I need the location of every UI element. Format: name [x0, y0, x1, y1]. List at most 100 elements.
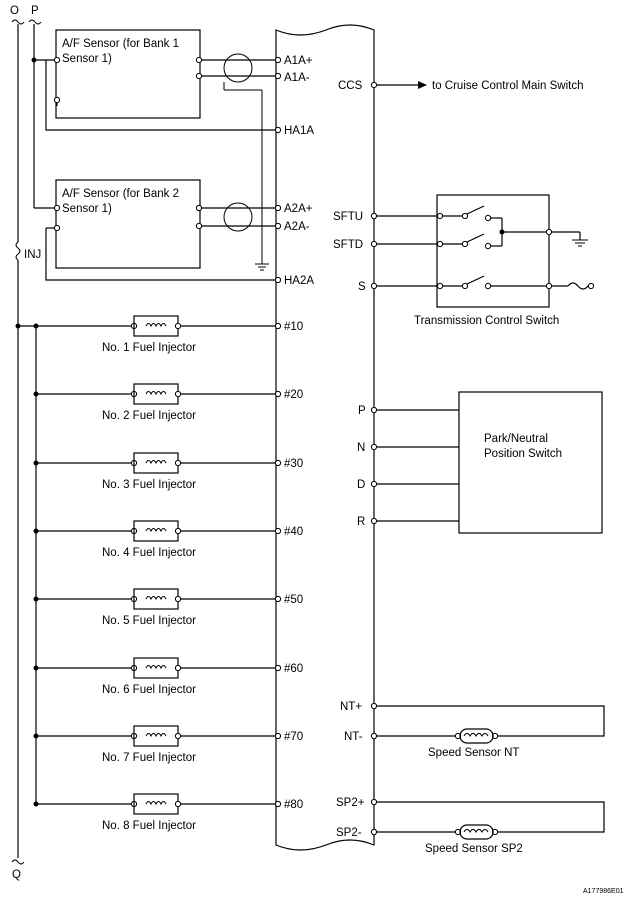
injector-pin-label: #10: [284, 321, 303, 333]
injector-label: No. 5 Fuel Injector: [102, 615, 196, 627]
shield-icon: [223, 202, 253, 232]
injector-label: No. 8 Fuel Injector: [102, 820, 196, 832]
pin-nt-plus: NT+: [340, 701, 362, 713]
ecm-terminal: [274, 732, 282, 740]
injector-label: No. 1 Fuel Injector: [102, 342, 196, 354]
pnp-title-2: Position Switch: [484, 448, 562, 460]
sensor-coil-icon: [459, 824, 494, 840]
speed-sensor-nt-label: Speed Sensor NT: [428, 747, 519, 759]
af-sensor-title: A/F Sensor (for Bank 2: [62, 188, 179, 200]
inj-break-mark: [15, 241, 21, 261]
injector-label: No. 4 Fuel Injector: [102, 547, 196, 559]
ecm-body: [275, 24, 375, 851]
injector-label: No. 7 Fuel Injector: [102, 752, 196, 764]
rail-p-label: P: [31, 5, 39, 17]
sensor-coil-icon: [459, 728, 494, 744]
terminal: [174, 595, 182, 603]
coil-icon: [145, 801, 167, 806]
terminal: [174, 664, 182, 672]
tcs-box: [436, 194, 550, 308]
pin-sp2-plus: SP2+: [336, 797, 365, 809]
injector-pin-label: #50: [284, 594, 303, 606]
coil-icon: [145, 391, 167, 396]
af-sensor-bank2: A/F Sensor (for Bank 2 Sensor 1) A2A+ A2…: [34, 179, 314, 287]
ecm-terminal: [274, 595, 282, 603]
af-sensor-title: A/F Sensor (for Bank 1: [62, 38, 179, 50]
terminal: [174, 390, 182, 398]
pin-ha2a: HA2A: [284, 275, 314, 287]
injector-label: No. 3 Fuel Injector: [102, 479, 196, 491]
speed-sensor-sp2-label: Speed Sensor SP2: [425, 843, 523, 855]
pin-nt-minus: NT-: [344, 731, 363, 743]
injector-pin-label: #40: [284, 526, 303, 538]
break-mark: [567, 282, 589, 290]
arrow-right-icon: [418, 81, 427, 89]
pin-n: N: [357, 442, 365, 454]
figure-id: A177986E01: [583, 888, 624, 895]
pin-d: D: [357, 479, 365, 491]
speed-sensor-sp2: SP2+ SP2- Speed Sensor SP2: [336, 797, 605, 855]
ground-icon: [255, 263, 269, 271]
ecm-terminal: [274, 527, 282, 535]
terminal: [174, 322, 182, 330]
rail-inj-label: INJ: [24, 249, 41, 261]
pin-r: R: [357, 516, 365, 528]
injector-pin-label: #20: [284, 389, 303, 401]
terminal: [174, 732, 182, 740]
ecm-terminal: [274, 459, 282, 467]
coil-icon: [145, 665, 167, 670]
injector-label: No. 2 Fuel Injector: [102, 410, 196, 422]
break-mark-o: [11, 19, 25, 25]
coil-icon: [145, 528, 167, 533]
pnp-box: [458, 391, 603, 534]
switch-contact: [466, 205, 485, 215]
af-sensor-title-2: Sensor 1): [62, 203, 112, 215]
terminal: [174, 459, 182, 467]
cruise-control-output: CCS to Cruise Control Main Switch: [338, 80, 583, 92]
tcs-label: Transmission Control Switch: [414, 315, 559, 327]
ecm-terminal: [274, 664, 282, 672]
ecm-terminal: [274, 390, 282, 398]
pin-a1a-minus: A1A-: [284, 72, 310, 84]
break-mark-p: [28, 19, 42, 25]
coil-icon: [145, 596, 167, 601]
pin-ccs: CCS: [338, 80, 363, 92]
switch-contact: [466, 233, 485, 243]
shield-icon: [223, 53, 253, 83]
pin-a1a-plus: A1A+: [284, 55, 313, 67]
pin-a2a-minus: A2A-: [284, 221, 310, 233]
injector-label: No. 6 Fuel Injector: [102, 684, 196, 696]
terminal: [174, 800, 182, 808]
coil-icon: [145, 733, 167, 738]
rail-o-label: O: [10, 5, 19, 17]
break-mark-q: [11, 859, 25, 865]
pnp-title: Park/Neutral: [484, 433, 548, 445]
af-sensor-title-2: Sensor 1): [62, 53, 112, 65]
pin-sftu: SFTU: [333, 211, 363, 223]
pin-s: S: [358, 281, 366, 293]
coil-icon: [145, 460, 167, 465]
rail-q-label: Q: [12, 869, 21, 881]
pin-p: P: [358, 405, 366, 417]
transmission-control-switch: SFTU SFTD S: [333, 194, 595, 327]
terminal: [174, 527, 182, 535]
injector-pin-label: #60: [284, 663, 303, 675]
switch-contact: [466, 275, 485, 285]
ground-icon: [572, 239, 588, 247]
ecm-terminal: [274, 322, 282, 330]
pin-a2a-plus: A2A+: [284, 203, 313, 215]
park-neutral-position-switch: Park/Neutral Position Switch P N D R: [357, 391, 603, 534]
coil-icon: [145, 323, 167, 328]
injector-pin-label: #70: [284, 731, 303, 743]
speed-sensor-nt: NT+ NT- Speed Sensor NT: [340, 701, 605, 759]
